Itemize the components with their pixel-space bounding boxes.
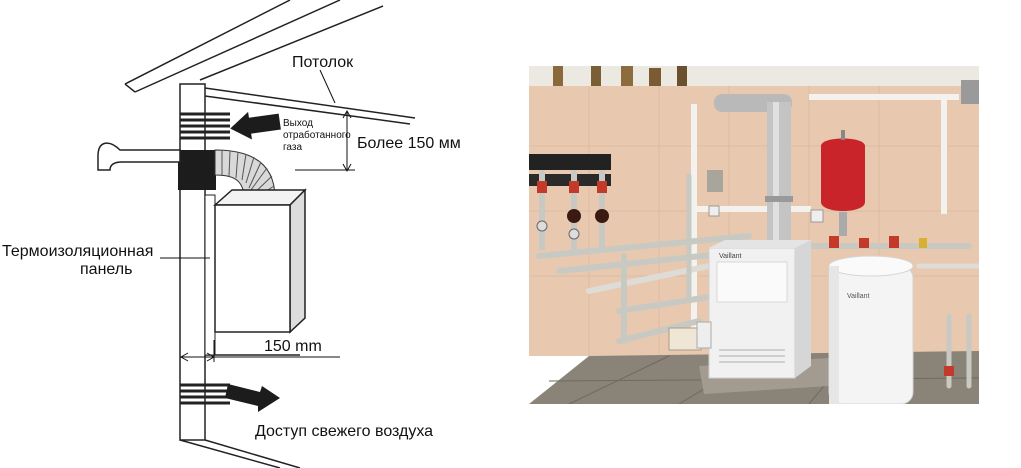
ceiling-distance-label: Более 150 мм (357, 135, 461, 152)
stabilizer-box (668, 327, 702, 351)
insulation-block (178, 150, 216, 190)
upper-vent-grille (180, 112, 230, 140)
fresh-air-arrow (225, 384, 280, 412)
floor-boiler: Vaillant (708, 240, 811, 379)
wall-boiler (213, 188, 307, 334)
flue-pipe (714, 94, 793, 252)
panel-label-line2: панель (80, 261, 132, 278)
boiler-brand-label: Vaillant (719, 253, 741, 260)
heating-pipes (536, 173, 979, 389)
ceiling-leader (319, 69, 336, 104)
roof (124, 0, 384, 93)
fresh-air-label: Доступ свежего воздуха (255, 423, 433, 440)
valve-group (829, 236, 954, 376)
exhaust-label-line3: газа (283, 142, 302, 153)
floor (179, 354, 301, 468)
ceiling-distance-dimension (295, 109, 355, 173)
ceiling-label: Потолок (292, 54, 354, 71)
exhaust-label-line2: отработанного (283, 129, 351, 141)
insulation-panel (204, 194, 216, 356)
panel-label-line1: Термоизоляционная (2, 243, 153, 260)
ceiling-line (204, 87, 416, 125)
exhaust-arrow (230, 111, 281, 140)
tank-brand-label: Vaillant (847, 293, 869, 300)
boiler-room-photo: Vaillant Vaillant (529, 66, 979, 404)
wall-distance-dimension (179, 340, 340, 362)
distribution-manifold (529, 154, 611, 250)
water-heater-cylinder: Vaillant (828, 255, 914, 404)
exhaust-pipe (97, 142, 181, 171)
exhaust-label-line1: Выход (283, 118, 313, 129)
installation-diagram: Потолок Выход отработанного газа Более 1… (2, 0, 461, 468)
wall-distance-label: 150 mm (264, 338, 322, 355)
lower-vent-grille (180, 383, 230, 405)
expansion-tank (821, 130, 865, 236)
